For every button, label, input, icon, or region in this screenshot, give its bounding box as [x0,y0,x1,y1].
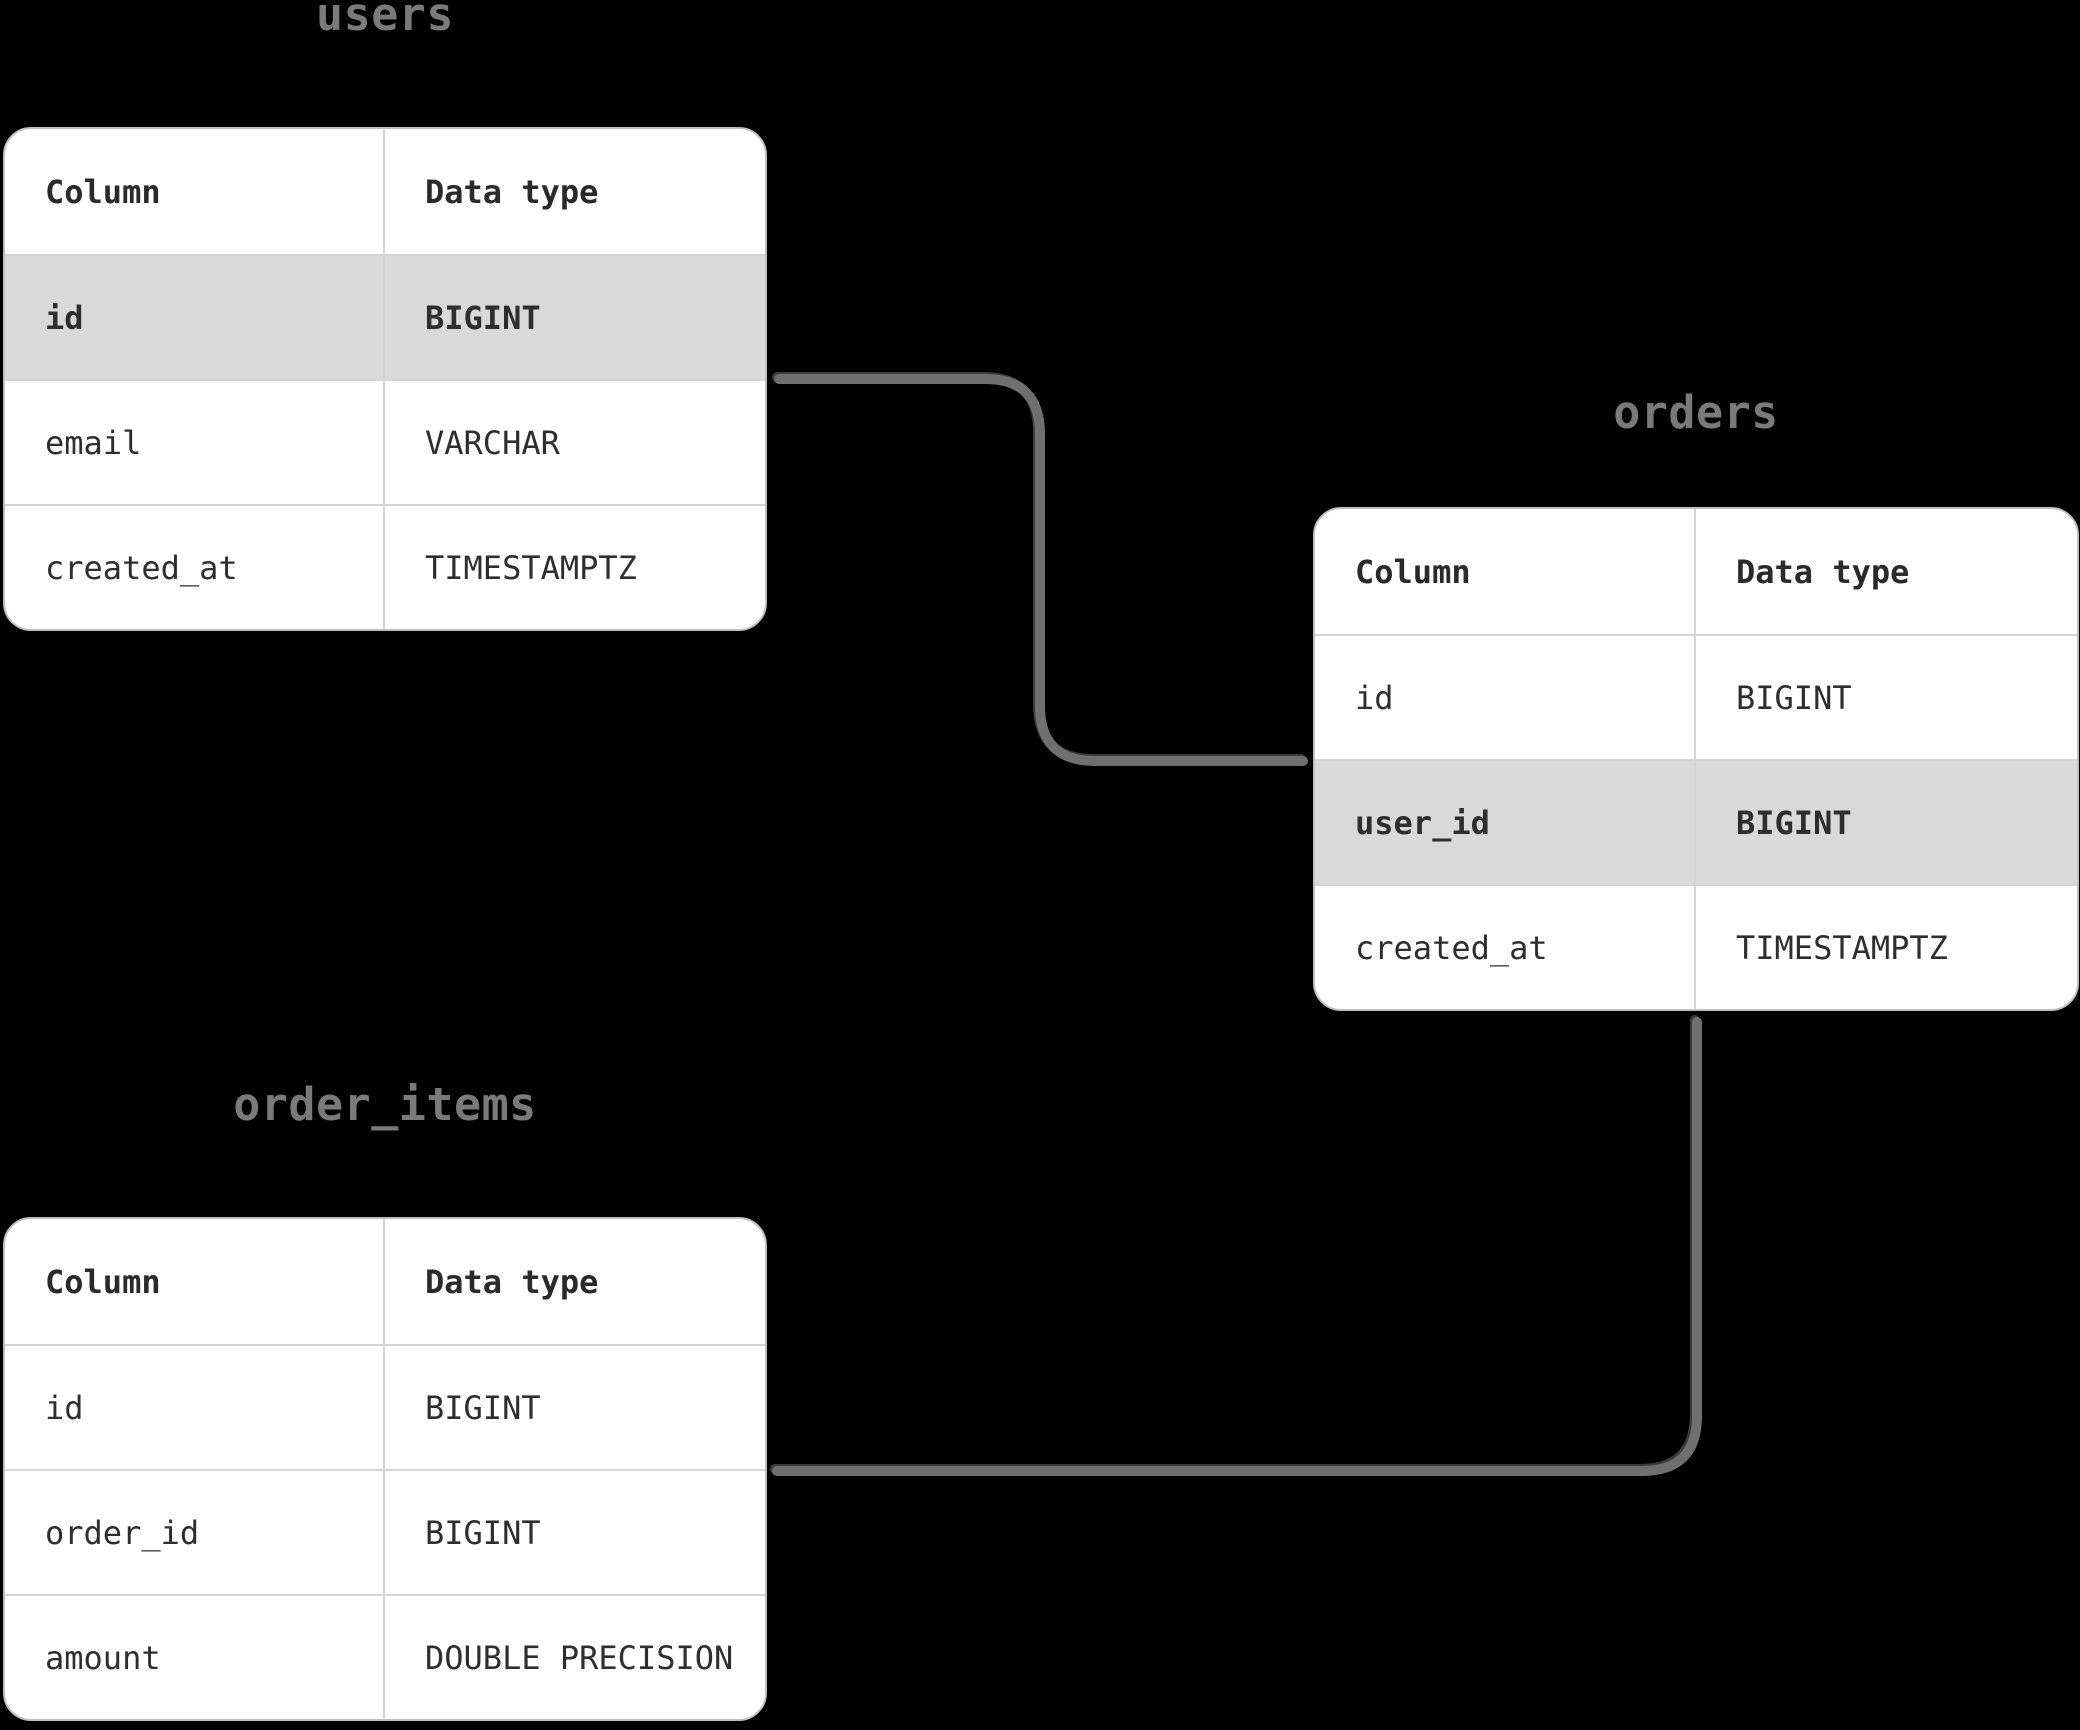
column-name-cell: id [5,254,385,379]
table-title-users: users [316,0,454,41]
data-type-cell: VARCHAR [385,379,765,504]
column-name-cell: order_id [5,1469,385,1594]
data-type-header-cell: Data type [425,172,599,211]
data-type-cell: BIGINT [1696,759,2077,884]
data-type-header-cell: Data type [1736,552,1910,591]
column-header-cell: Column [1315,509,1696,634]
column-name-cell: created_at [5,504,385,629]
table-title-orders: orders [1613,386,1779,439]
data-type-cell: BIGINT [385,1469,765,1594]
column-name-cell: created_at [1315,884,1696,1009]
column-name-cell: email [5,379,385,504]
column-header-cell: Column [5,129,385,254]
data-type-cell: DOUBLE PRECISION [385,1594,765,1719]
data-type-cell: BIGINT [1696,634,2077,759]
data-type-cell: TIMESTAMPTZ [1696,884,2077,1009]
data-type-header-cell: Data type [425,1262,599,1301]
column-name-cell: amount [5,1594,385,1719]
column-name-cell: id [5,1344,385,1469]
connector-users-orders [774,374,1308,766]
data-type-cell: TIMESTAMPTZ [385,504,765,629]
data-type-cell: BIGINT [385,254,765,379]
data-type-cell: BIGINT [385,1344,765,1469]
column-name-cell: id [1315,634,1696,759]
column-name-cell: user_id [1315,759,1696,884]
table-title-order-items: order_items [233,1078,537,1131]
column-header-cell: Column [5,1219,385,1344]
connector-orders-order-items [772,1017,1702,1476]
